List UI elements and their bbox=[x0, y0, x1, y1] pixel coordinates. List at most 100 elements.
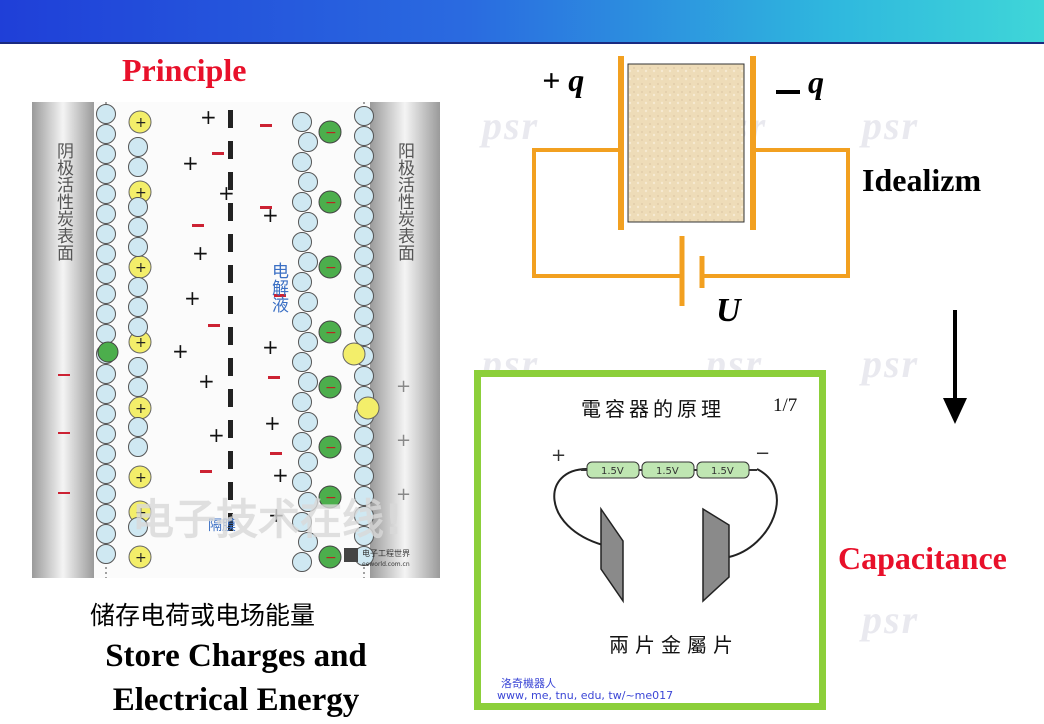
positive-charge: + bbox=[198, 369, 215, 393]
panel-credit-url: www, me, tnu, edu, tw/~me017 bbox=[497, 689, 674, 702]
minus-sign bbox=[776, 90, 800, 94]
solvent-ion bbox=[298, 452, 318, 472]
supercapacitor-principle-diagram: ++++++++ −−−−−−−− ++++++++++++++++ 阴极活性炭… bbox=[32, 102, 440, 578]
solvent-ion bbox=[292, 152, 312, 172]
cation-sign: + bbox=[135, 115, 147, 131]
positive-charge: + bbox=[192, 241, 209, 265]
solvent-ion bbox=[96, 504, 116, 524]
idealizm-label: Idealizm bbox=[862, 162, 982, 198]
solvent-ion bbox=[96, 464, 116, 484]
logo-text: 电子工程世界 bbox=[362, 548, 410, 558]
solvent-ion bbox=[96, 224, 116, 244]
capacitor-circuit-diagram bbox=[532, 56, 850, 306]
anion-sign: − bbox=[325, 380, 337, 396]
panel-title: 電容器的原理 bbox=[581, 397, 725, 421]
caption-chinese: 储存电荷或电场能量 bbox=[90, 601, 316, 630]
solvent-ion bbox=[354, 446, 374, 466]
solvent-ion bbox=[292, 392, 312, 412]
watermark: psr bbox=[862, 597, 920, 642]
electrolyte-label: 电解液 bbox=[268, 262, 289, 313]
cation-sign: + bbox=[135, 401, 147, 417]
positive-charge: + bbox=[182, 151, 199, 175]
logo-mark bbox=[344, 548, 358, 562]
anion bbox=[318, 545, 342, 569]
electrode-positive-charge: + bbox=[396, 484, 411, 505]
separator-segment bbox=[228, 141, 233, 159]
solvent-ion bbox=[96, 184, 116, 204]
separator-segment bbox=[228, 389, 233, 407]
cation bbox=[128, 545, 152, 569]
positive-charge: + bbox=[262, 335, 279, 359]
solvent-ion bbox=[298, 212, 318, 232]
anion bbox=[318, 485, 342, 509]
solvent-ion bbox=[96, 484, 116, 504]
overlay-watermark-text: 电子技术在线! bbox=[132, 495, 403, 544]
separator-segment bbox=[228, 451, 233, 469]
title-bar bbox=[0, 0, 1044, 42]
plus-terminal: + bbox=[551, 445, 566, 466]
solvent-ion bbox=[128, 517, 148, 537]
panel-credit-name: 洛奇機器人 bbox=[501, 677, 556, 690]
separator-segment bbox=[228, 513, 233, 531]
capacitance-label: Capacitance bbox=[838, 540, 1007, 576]
right-metal-plate bbox=[702, 507, 730, 603]
solvent-ion bbox=[354, 506, 374, 526]
solvent-ion bbox=[354, 166, 374, 186]
anion-sign: − bbox=[325, 260, 337, 276]
solvent-ion bbox=[96, 244, 116, 264]
solvent-ion bbox=[298, 492, 318, 512]
right-wire bbox=[728, 468, 778, 558]
solvent-ion bbox=[298, 372, 318, 392]
solvent-ion bbox=[292, 512, 312, 532]
solvent-ion bbox=[96, 364, 116, 384]
cation-sign: + bbox=[135, 185, 147, 201]
solvent-ion bbox=[96, 304, 116, 324]
down-arrow-icon bbox=[943, 310, 967, 424]
solvent-ion bbox=[354, 526, 374, 546]
electrode-negative-charge bbox=[58, 432, 70, 434]
voltage-label: U bbox=[716, 292, 741, 329]
cation bbox=[356, 396, 380, 420]
solvent-ion bbox=[96, 164, 116, 184]
negative-charge bbox=[270, 452, 282, 455]
solvent-ion bbox=[96, 424, 116, 444]
solvent-ion bbox=[292, 112, 312, 132]
charge-markers: ++++++++++++++++ bbox=[58, 105, 411, 527]
solvent-ion bbox=[96, 524, 116, 544]
negative-charge bbox=[192, 224, 204, 227]
solvent-ion bbox=[292, 552, 312, 572]
cation-sign: + bbox=[135, 550, 147, 566]
battery-label: 1.5V bbox=[601, 466, 624, 477]
anode-label: 阳极活性炭表面 bbox=[394, 142, 415, 261]
solvent-ion bbox=[96, 324, 116, 344]
solvent-ion bbox=[96, 284, 116, 304]
anion-sign: − bbox=[325, 440, 337, 456]
anion bbox=[318, 255, 342, 279]
cathode-electrode bbox=[32, 102, 94, 578]
solvent-ion bbox=[96, 144, 116, 164]
solvent-ion bbox=[354, 466, 374, 486]
solvent-ion bbox=[298, 292, 318, 312]
solvent-ion bbox=[96, 264, 116, 284]
solvent-ion bbox=[128, 417, 148, 437]
panel-page-number: 1/7 bbox=[773, 395, 798, 416]
solvent-ion bbox=[298, 412, 318, 432]
solvent-ion bbox=[128, 297, 148, 317]
separator-segment bbox=[228, 420, 233, 438]
solvent-ion bbox=[298, 252, 318, 272]
capacitor-principle-panel: 1.5V 1.5V 1.5V + − 電容器的原理 1/7 兩片金屬片 洛奇機器… bbox=[474, 370, 826, 710]
solvent-ion bbox=[96, 544, 116, 564]
anode-electrode bbox=[370, 102, 440, 578]
separator-segment bbox=[228, 482, 233, 500]
separator-segment bbox=[228, 110, 233, 128]
solvent-ion bbox=[128, 197, 148, 217]
solvent-ion bbox=[292, 192, 312, 212]
cathode-label: 阴极活性炭表面 bbox=[53, 142, 74, 261]
electrolyte-ions-right: −−−−−−−− bbox=[292, 106, 380, 572]
title-bar-divider bbox=[0, 42, 1044, 44]
solvent-ion bbox=[354, 126, 374, 146]
solvent-ion bbox=[354, 266, 374, 286]
dielectric bbox=[627, 63, 745, 223]
anion-sign: − bbox=[325, 550, 337, 566]
positive-charge: + bbox=[264, 411, 281, 435]
